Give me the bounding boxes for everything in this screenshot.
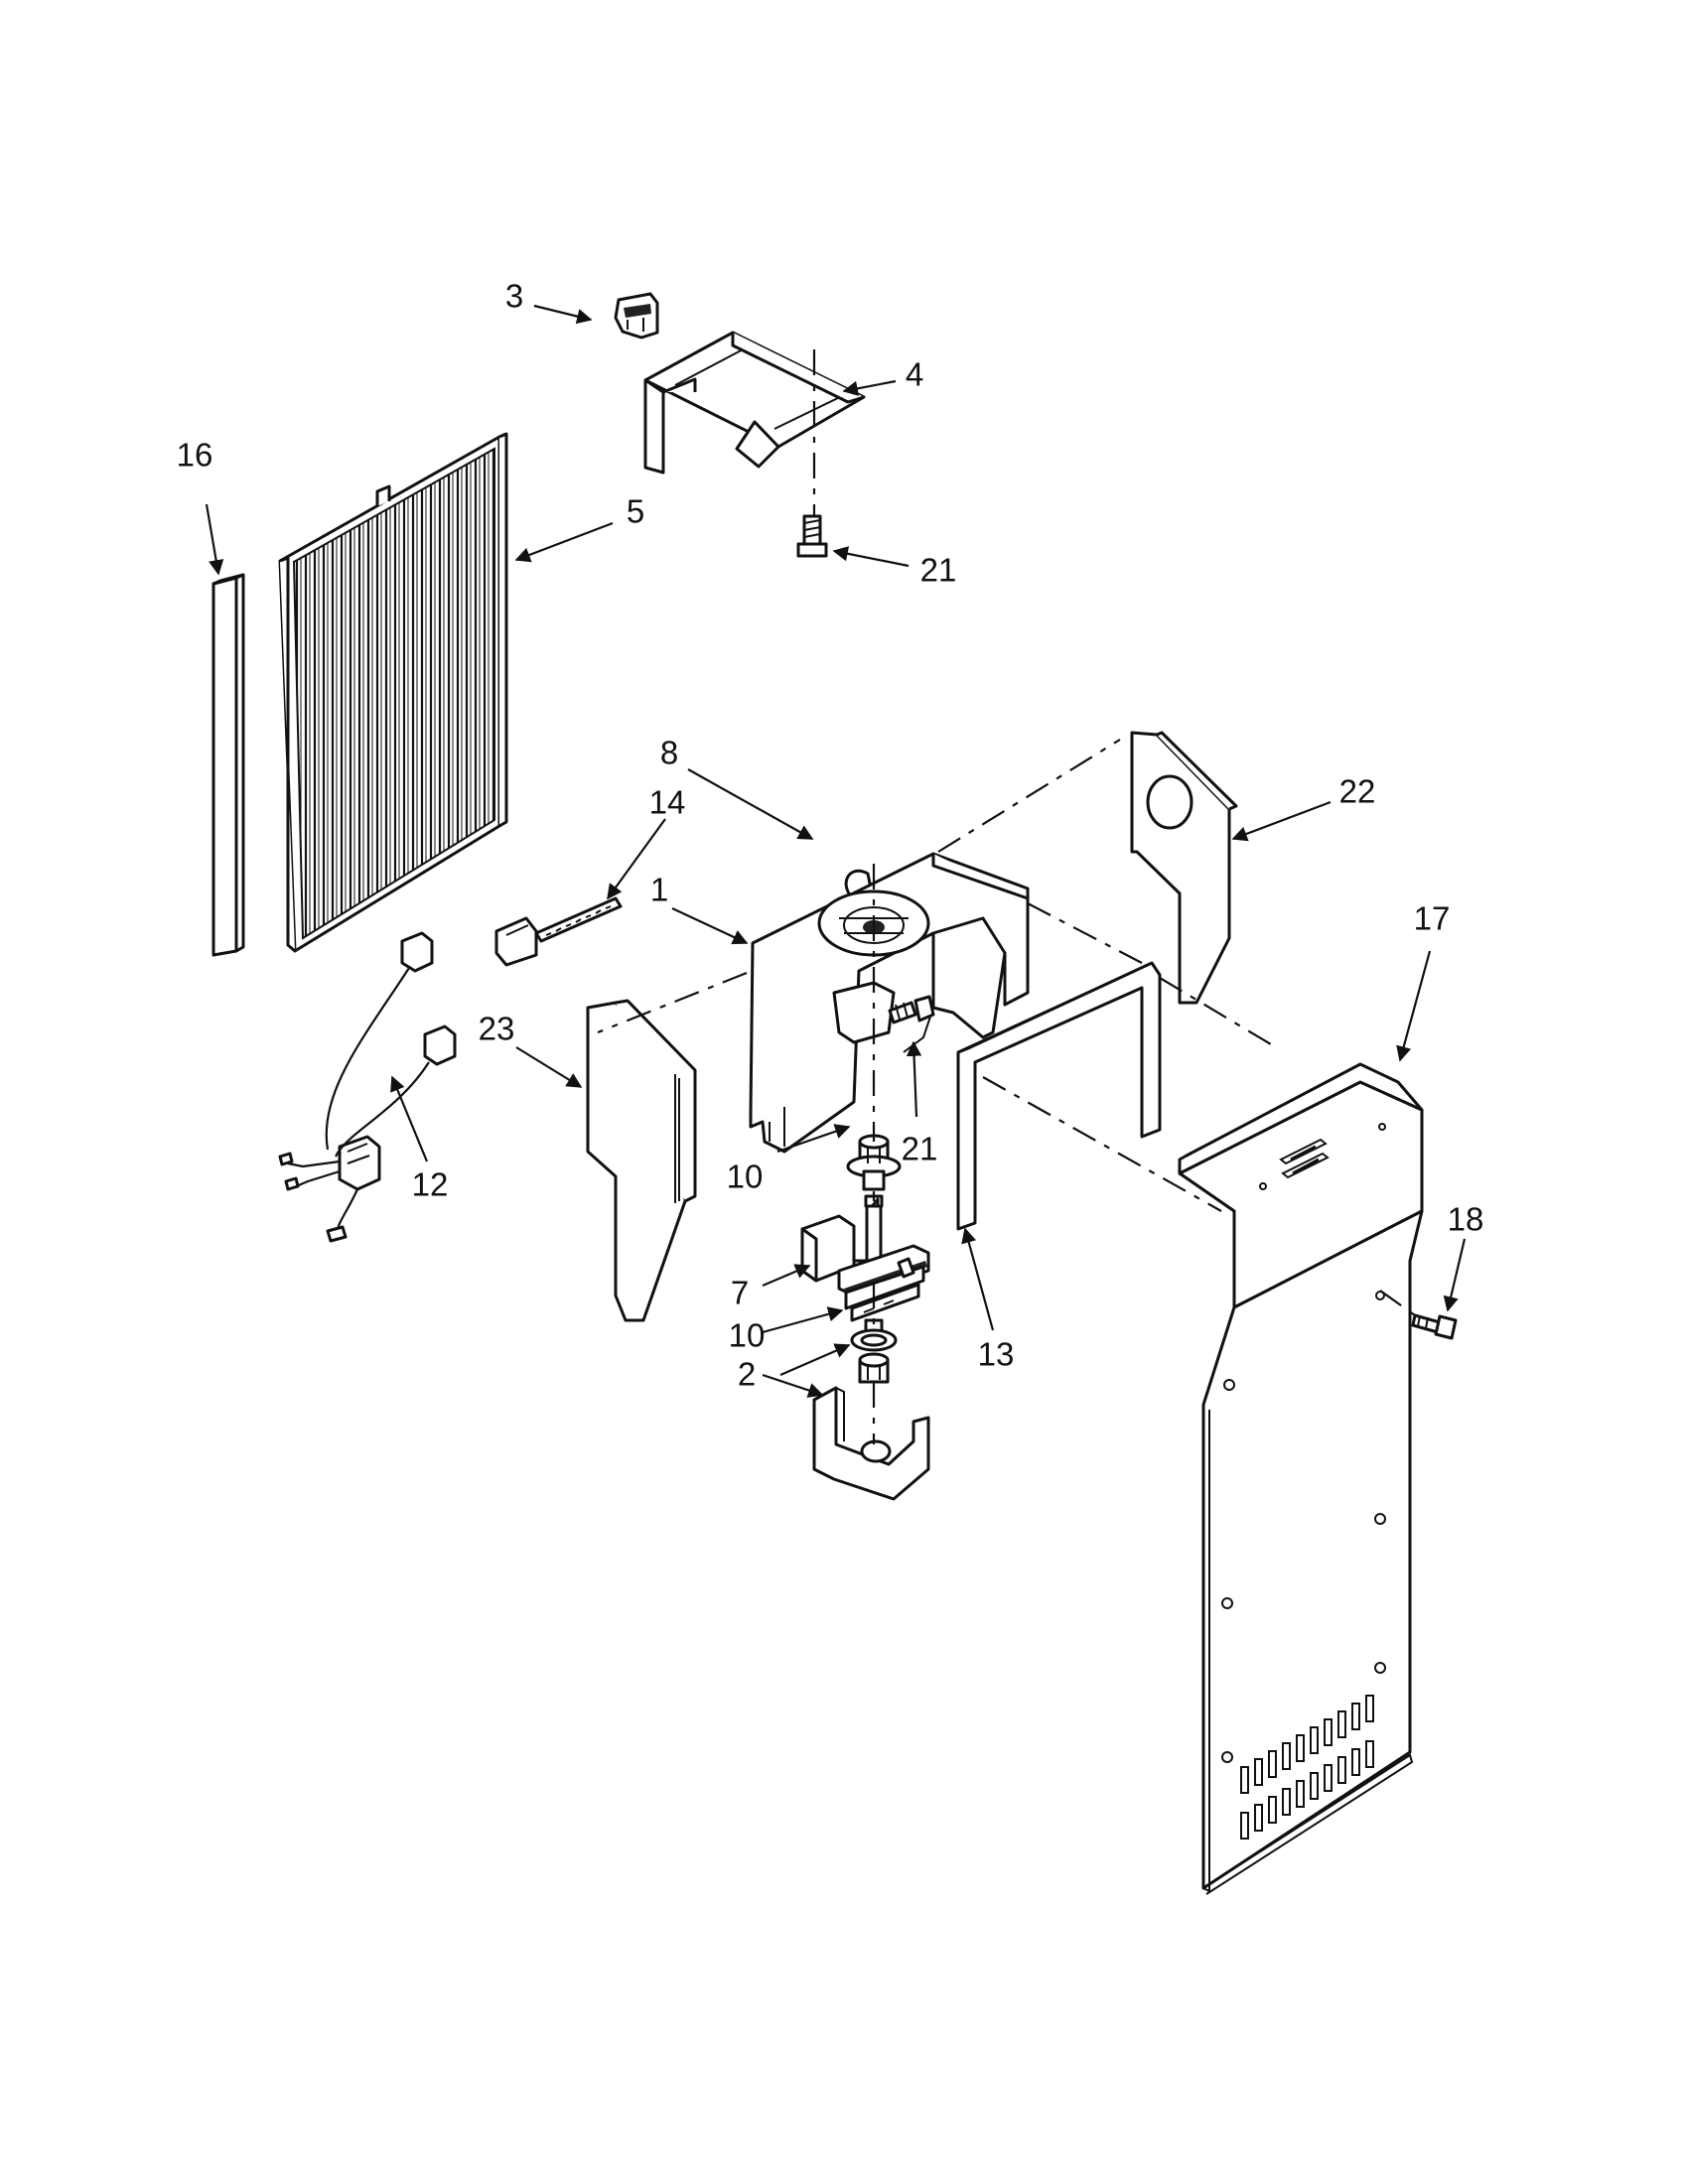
part-1-fan-shroud bbox=[749, 852, 1030, 1154]
vent-slots bbox=[1240, 1695, 1374, 1840]
leader-lines bbox=[205, 304, 1467, 1398]
part-21-screw-middle bbox=[888, 995, 935, 1024]
callout-21-top: 21 bbox=[920, 552, 957, 589]
callout-16: 16 bbox=[177, 437, 213, 474]
callout-5: 5 bbox=[627, 493, 644, 530]
callout-22: 22 bbox=[1339, 773, 1376, 810]
part-4-top-bracket bbox=[643, 331, 866, 475]
part-13-u-channel bbox=[956, 961, 1162, 1231]
callout-10-upper: 10 bbox=[727, 1159, 764, 1195]
part-7-fan-motor bbox=[800, 1194, 930, 1337]
part-22-side-plate bbox=[1130, 731, 1238, 1005]
callout-17: 17 bbox=[1414, 900, 1451, 937]
callout-7: 7 bbox=[731, 1275, 749, 1311]
callout-13: 13 bbox=[978, 1336, 1015, 1373]
part-10-bushing-lower bbox=[850, 1328, 898, 1384]
callout-12: 12 bbox=[412, 1166, 449, 1203]
callout-3: 3 bbox=[505, 278, 523, 315]
part-5-evaporator-coil bbox=[278, 432, 508, 953]
callout-4: 4 bbox=[906, 356, 923, 393]
part-2-motor-bracket bbox=[812, 1386, 930, 1501]
callout-23: 23 bbox=[479, 1011, 515, 1047]
assembly-lines bbox=[597, 349, 1416, 1444]
callout-14: 14 bbox=[649, 784, 686, 821]
part-12-wire-harness bbox=[278, 931, 457, 1243]
part-23-side-plate bbox=[586, 999, 697, 1322]
part-18-screw bbox=[1411, 1313, 1458, 1340]
callout-18: 18 bbox=[1448, 1201, 1484, 1238]
part-3-clip bbox=[614, 292, 659, 340]
part-21-screw-top bbox=[796, 514, 828, 558]
callout-labels: 3 4 5 16 21 8 14 1 22 17 23 12 10 21 7 1… bbox=[177, 278, 1484, 1393]
part-17-rear-cover bbox=[1178, 1062, 1424, 1895]
callout-2: 2 bbox=[738, 1356, 756, 1393]
part-16-strip bbox=[211, 573, 245, 957]
callout-1: 1 bbox=[650, 872, 668, 908]
part-14-cable-tie bbox=[494, 896, 623, 967]
callout-10-lower: 10 bbox=[729, 1317, 766, 1354]
callout-21-middle: 21 bbox=[902, 1131, 938, 1167]
part-10-bushing-upper bbox=[846, 1134, 902, 1191]
callout-8: 8 bbox=[660, 735, 678, 771]
